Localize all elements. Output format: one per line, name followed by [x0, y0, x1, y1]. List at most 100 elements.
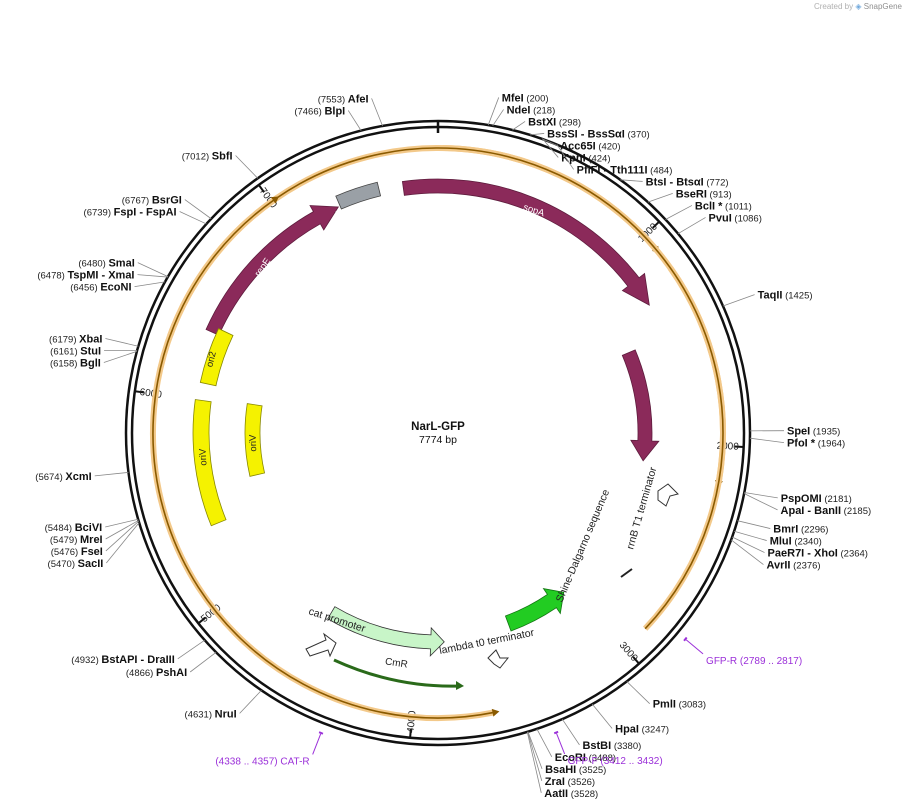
- site-tspmi[interactable]: (6478) TspMI - XmaI: [37, 270, 168, 282]
- site-taqii[interactable]: TaqII (1425): [722, 290, 813, 307]
- gfp-arrow[interactable]: [504, 588, 565, 632]
- site-kpni[interactable]: KpnI (424): [542, 138, 611, 164]
- site-label: (6739) FspI - FspAI: [84, 207, 177, 219]
- site-label: BstXI (298): [528, 116, 581, 128]
- site-bsrgi[interactable]: (6767) BsrGI: [122, 195, 212, 220]
- feature-oriV-outer[interactable]: oriV: [192, 399, 227, 527]
- site-mlui[interactable]: MluI (2340): [734, 530, 822, 548]
- site-bstbi[interactable]: BstBI (3380): [561, 718, 641, 752]
- site-bsahi[interactable]: BsaHI (3525): [527, 731, 606, 776]
- site-sbfi[interactable]: (7012) SbfI: [182, 150, 259, 179]
- orange-arc-line: [442, 147, 657, 251]
- plasmid-name: NarL-GFP: [411, 421, 465, 433]
- site-pmli[interactable]: PmlI (3083): [626, 681, 706, 711]
- site-bstxi[interactable]: BstXI (298): [512, 116, 581, 131]
- site-afei[interactable]: (7553) AfeI: [318, 93, 383, 127]
- site-econi[interactable]: (6456) EcoNI: [70, 281, 166, 294]
- site-bgli[interactable]: (6158) BglI: [50, 350, 137, 369]
- incC-box[interactable]: [335, 181, 382, 210]
- site-bseri[interactable]: BseRI (913): [647, 188, 732, 203]
- site-hpai[interactable]: HpaI (3247): [591, 703, 669, 736]
- site-mrei[interactable]: (5479) MreI: [50, 520, 139, 546]
- site-avrii[interactable]: AvrII (2376): [730, 539, 821, 572]
- cmr-arrow[interactable]: [327, 606, 445, 657]
- site-bsssi[interactable]: BssSI - BssSαI (370): [529, 128, 650, 140]
- orange-arcs: [150, 145, 726, 721]
- feature-cmr[interactable]: CmR: [327, 606, 445, 671]
- primer-gfp-f[interactable]: GFP-F (3412 .. 3432): [553, 730, 663, 767]
- site-bstapi[interactable]: (4932) BstAPI - DraIII: [71, 639, 205, 666]
- site-label: SpeI (1935): [787, 426, 840, 438]
- oriV-inner-box[interactable]: [244, 403, 266, 477]
- site-leader-line: [105, 520, 139, 552]
- primer-sites: GFP-R (2789 .. 2817) GFP-F (3412 .. 3432)…: [215, 636, 802, 767]
- site-btsi[interactable]: BtsI - BtsαI (772): [620, 176, 729, 188]
- feature-repE[interactable]: repE: [205, 205, 340, 336]
- sopA-arrow[interactable]: [401, 178, 650, 306]
- shine-dalgarno-label: Shine-Dalgarno sequence: [554, 488, 613, 605]
- primer-bar: [683, 636, 688, 642]
- site-spei[interactable]: SpeI (1935): [749, 426, 840, 438]
- site-bmri[interactable]: BmrI (2296): [737, 520, 828, 536]
- cmr-underline-arc: [333, 658, 461, 688]
- site-apai[interactable]: ApaI - BanII (2185): [743, 493, 872, 517]
- site-nrui[interactable]: (4631) NruI: [185, 689, 262, 720]
- feature-sopB[interactable]: sopB: [604, 349, 660, 462]
- site-aatii[interactable]: AatII (3528): [526, 731, 598, 800]
- orange-arc-line: [152, 147, 724, 719]
- site-stui[interactable]: (6161) StuI: [50, 345, 138, 357]
- site-leader-line: [487, 97, 500, 126]
- feature-incC[interactable]: incC: [334, 181, 382, 221]
- site-acc65i[interactable]: Acc65I (420): [541, 138, 621, 153]
- sopB-arrow[interactable]: [621, 349, 660, 462]
- site-xbai[interactable]: (6179) XbaI: [49, 333, 139, 347]
- site-label: (4932) BstAPI - DraIII: [71, 654, 174, 666]
- scale-tick: [134, 390, 144, 394]
- site-ndei[interactable]: NdeI (218): [492, 104, 556, 127]
- feature-sopA[interactable]: sopA: [401, 178, 650, 306]
- site-zrai[interactable]: ZraI (3526): [527, 731, 595, 788]
- site-pvui[interactable]: PvuI (1086): [677, 212, 762, 235]
- site-leader-line: [179, 211, 207, 225]
- site-fspi[interactable]: (6739) FspI - FspAI: [84, 207, 207, 225]
- site-label: ApaI - BanII (2185): [781, 505, 872, 517]
- site-label: (6179) XbaI: [49, 333, 102, 345]
- primer-gfp-r[interactable]: GFP-R (2789 .. 2817): [683, 636, 802, 667]
- site-bcivi[interactable]: (5484) BciVI: [45, 518, 139, 534]
- site-ecori[interactable]: EcoRI (3488): [536, 728, 616, 764]
- site-pfoi[interactable]: PfoI * (1964): [749, 438, 845, 450]
- site-smai[interactable]: (6480) SmaI: [78, 258, 169, 277]
- repE-arrow[interactable]: [205, 205, 340, 336]
- site-bcli[interactable]: BclI * (1011): [665, 200, 752, 220]
- ori2-box[interactable]: [199, 328, 234, 387]
- oriV-outer-box[interactable]: [192, 399, 227, 527]
- site-pshai[interactable]: (4866) PshAI: [126, 652, 217, 679]
- site-mfei[interactable]: MfeI (200): [487, 92, 549, 126]
- site-sacii[interactable]: (5470) SacII: [48, 522, 140, 570]
- primer-leader: [685, 639, 704, 655]
- site-xcmi[interactable]: (5674) XcmI: [35, 471, 129, 483]
- primer-cat-r[interactable]: (4338 .. 4357) CAT-R: [215, 731, 324, 767]
- site-paer7i[interactable]: PaeR7I - XhoI (2364): [731, 536, 868, 560]
- site-label: BseRI (913): [676, 188, 732, 200]
- ori2-label: ori2: [204, 350, 219, 368]
- site-leader-line: [743, 493, 778, 511]
- snapgene-logo-icon: ◈: [855, 2, 862, 11]
- site-leader-line: [103, 350, 137, 363]
- site-pspomi[interactable]: PspOMI (2181): [744, 492, 852, 505]
- site-label: BssSI - BssSαI (370): [547, 128, 650, 140]
- feature-ori2[interactable]: ori2: [199, 328, 234, 387]
- primer-label: (4338 .. 4357) CAT-R: [215, 756, 309, 767]
- site-blpi[interactable]: (7466) BlpI: [294, 105, 362, 131]
- site-leader-line: [731, 536, 765, 553]
- site-fsei[interactable]: (5476) FseI: [51, 520, 139, 558]
- site-leader-line: [541, 138, 558, 146]
- scale-tick: [197, 616, 207, 625]
- feature-oriV-inner[interactable]: oriV: [244, 403, 266, 477]
- site-label: BmrI (2296): [773, 524, 828, 536]
- site-pflfi[interactable]: PflFI - Tth111I (484): [556, 144, 672, 177]
- site-leader-line: [105, 518, 139, 528]
- site-label: PspOMI (2181): [781, 493, 852, 505]
- site-label: (7466) BlpI: [294, 105, 345, 117]
